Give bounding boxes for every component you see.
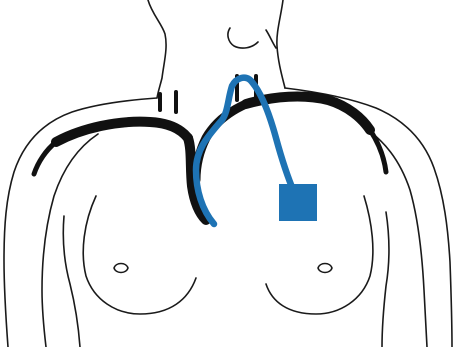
neck-right-line <box>277 0 285 88</box>
veins <box>34 76 386 220</box>
nipple-right <box>318 264 332 273</box>
nipple-left <box>114 264 128 273</box>
port-reservoir <box>279 184 317 221</box>
axillary-left <box>34 142 56 174</box>
subclavian-left <box>56 122 188 142</box>
throat-line-left <box>228 28 258 48</box>
axillary-right <box>370 130 386 172</box>
chest-side-left <box>63 216 80 347</box>
chest-side-right <box>382 212 389 347</box>
arm-left-inner <box>42 134 98 347</box>
pectoral-left <box>83 196 196 314</box>
throat-line-right <box>266 30 276 48</box>
neck-left-line <box>148 0 166 98</box>
